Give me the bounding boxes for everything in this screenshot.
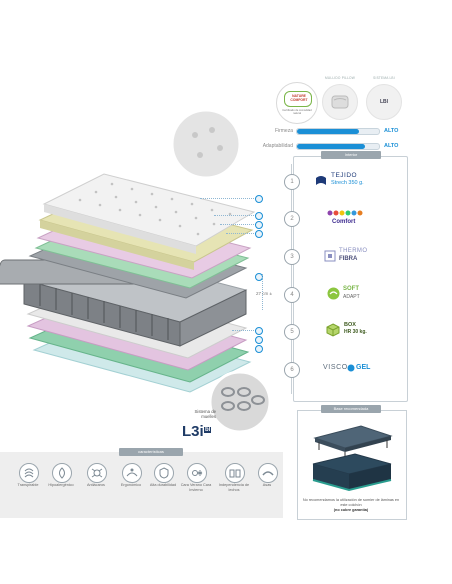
feature-box-detail: HR 30 kg.: [344, 329, 367, 335]
callout-marker-6: [255, 327, 263, 335]
callout-line-2: [214, 215, 256, 216]
feature-comfort-name: Comfort: [332, 219, 356, 225]
interior-num-5: 5: [284, 324, 300, 340]
rating-adaptability-label: Adaptabilidad: [262, 143, 293, 149]
ergonomic-icon: [122, 463, 142, 483]
lbi-badge-caption: SISTEMA LBI: [373, 76, 395, 80]
nature-comfort-seal: NATURE COMFORT Certificado de comodidad …: [276, 82, 318, 124]
feature-box-name: BOX: [344, 322, 356, 328]
pillow-badge-caption: MULLIDO PILLOW: [325, 76, 355, 80]
callout-line-4: [226, 233, 256, 234]
durability-icon: [154, 463, 174, 483]
feature-visco-detail: GEL: [356, 364, 371, 371]
recommended-base-title: Base recomendada: [321, 405, 381, 413]
interior-num-6: 6: [284, 362, 300, 378]
rating-firmness-label: Firmeza: [274, 128, 293, 134]
callout-marker-7: [255, 336, 263, 344]
rating-adaptability-value: ALTO: [384, 143, 399, 149]
callout-line-3: [220, 224, 256, 225]
base-note-warranty: (no cubre garantía): [333, 508, 369, 512]
rating-adaptability-fill: [297, 144, 366, 149]
base-illustration: [312, 425, 393, 492]
char-label-1: Hipoalergénico: [48, 483, 74, 487]
handles-icon: [258, 463, 278, 483]
interior-num-1: 1: [284, 174, 300, 190]
rating-firmness-fill: [297, 129, 359, 134]
char-label-0: Transpirable: [17, 483, 39, 487]
height-dimension-line: [262, 274, 263, 310]
callout-marker-1: [255, 195, 263, 203]
characteristics-title: características: [119, 448, 183, 456]
pillow-badge: MULLIDO PILLOW: [320, 76, 360, 120]
callout-marker-8: [255, 345, 263, 353]
soft-adapt-icon: [327, 287, 340, 300]
seal-title: NATURE COMFORT: [290, 94, 308, 102]
visco-gel-icon: [347, 364, 355, 372]
callout-marker-2: [255, 212, 263, 220]
feature-thermo-detail: FIBRA: [339, 256, 358, 262]
interior-num-2: 2: [284, 211, 300, 227]
char-label-2: Antiácaros: [87, 483, 105, 487]
feature-soft-detail: ADAPT: [343, 294, 360, 300]
callout-line-1: [200, 198, 256, 199]
interior-panel-title: Interior: [321, 151, 381, 159]
feature-soft-name: SOFT: [343, 286, 359, 292]
char-label-7: Asas: [262, 483, 272, 487]
hypoallergenic-icon: [52, 463, 72, 483]
interior-num-4: 4: [284, 287, 300, 303]
lbi-system-badge: SISTEMA LBI LBI: [364, 76, 404, 120]
char-label-5: Cara Verano Cara Invierno: [180, 483, 212, 492]
feature-visco-name: VISCO: [323, 364, 348, 371]
char-label-6: Independencia de lechos: [218, 483, 250, 492]
rating-firmness-value: ALTO: [384, 128, 399, 134]
rating-adaptability-track: [296, 143, 380, 150]
height-label: 27 cm ±: [256, 291, 272, 296]
spring-brand-logo: L3i: [182, 423, 204, 440]
pillow-icon: [322, 84, 358, 120]
callout-marker-4: [255, 230, 263, 238]
summer-winter-icon: [187, 463, 207, 483]
feature-thermo-name: THERMO: [339, 248, 368, 254]
feature-tejido-detail: Strech 350 g.: [331, 180, 364, 186]
char-label-4: Alta durabilidad: [149, 483, 177, 487]
breathable-icon: [19, 463, 39, 483]
lbi-logo-text: LBI: [379, 99, 389, 105]
spring-brand-suffix: bl: [204, 427, 212, 433]
seal-note: Certificado de comodidad natural: [282, 109, 312, 115]
comfort-logo-icon: [327, 210, 363, 216]
box-foam-icon: [326, 323, 340, 337]
anti-mite-icon: [87, 463, 107, 483]
lbi-logo-icon: LBI: [366, 84, 402, 120]
callout-marker-3: [255, 221, 263, 229]
feature-tejido-name: TEJIDO: [331, 172, 358, 179]
callout-line-6: [232, 330, 256, 331]
char-label-3: Ergonómico: [120, 483, 142, 487]
base-note: No recomendamos la utilización de somier…: [302, 498, 400, 507]
interior-num-3: 3: [284, 249, 300, 265]
thermo-icon: [324, 250, 336, 262]
rating-firmness-track: [296, 128, 380, 135]
mattress-exploded-illustration: [0, 108, 272, 434]
independent-beds-icon: [225, 463, 245, 483]
interior-timeline: [291, 164, 292, 394]
fabric-icon: [316, 176, 326, 185]
seal-frame: NATURE COMFORT: [284, 91, 312, 107]
spring-system-label: Sistema de muelles: [194, 409, 217, 419]
